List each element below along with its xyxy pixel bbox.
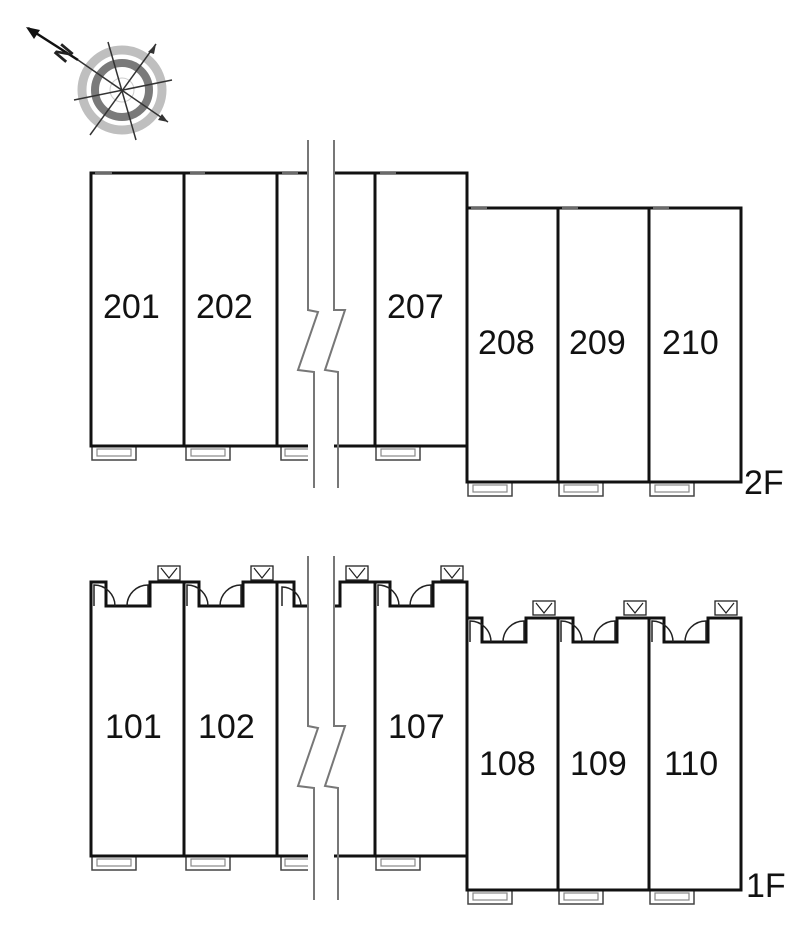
unit-101 xyxy=(89,580,186,858)
floor-1-doors xyxy=(93,584,707,643)
unit-202 xyxy=(182,171,279,448)
unit-label-209: 209 xyxy=(569,324,626,362)
unit-label-108: 108 xyxy=(479,745,536,783)
unit-108 xyxy=(465,616,560,892)
floor-1-meter-boxes xyxy=(157,565,738,616)
unit-208 xyxy=(465,206,560,484)
unit-label-110: 110 xyxy=(664,745,718,783)
unit-201 xyxy=(89,171,186,448)
unit-label-201: 201 xyxy=(103,288,160,326)
floor-1-break-line xyxy=(296,556,347,900)
floor-label-1f: 1F xyxy=(746,867,786,905)
unit-label-207: 207 xyxy=(387,288,444,326)
floor-label-2f: 2F xyxy=(744,464,784,502)
floor-2-break-line xyxy=(296,140,347,488)
unit-109 xyxy=(556,616,651,892)
unit-label-102: 102 xyxy=(198,708,255,746)
unit-label-101: 101 xyxy=(105,708,162,746)
floor-2-plan: 201 202 207 208 209 210 2F xyxy=(89,140,784,502)
floor-1-plan: 101 102 107 108 109 110 1F xyxy=(89,556,786,905)
unit-209 xyxy=(556,206,651,484)
unit-210 xyxy=(647,206,743,484)
unit-label-107: 107 xyxy=(388,708,445,746)
floor-2-balconies xyxy=(91,445,695,497)
unit-label-210: 210 xyxy=(662,324,719,362)
unit-label-208: 208 xyxy=(478,324,535,362)
unit-102 xyxy=(182,580,279,858)
unit-110 xyxy=(647,616,743,892)
compass-icon: N xyxy=(26,26,173,141)
unit-107 xyxy=(373,580,469,858)
unit-label-202: 202 xyxy=(196,288,253,326)
unit-label-109: 109 xyxy=(570,745,627,783)
